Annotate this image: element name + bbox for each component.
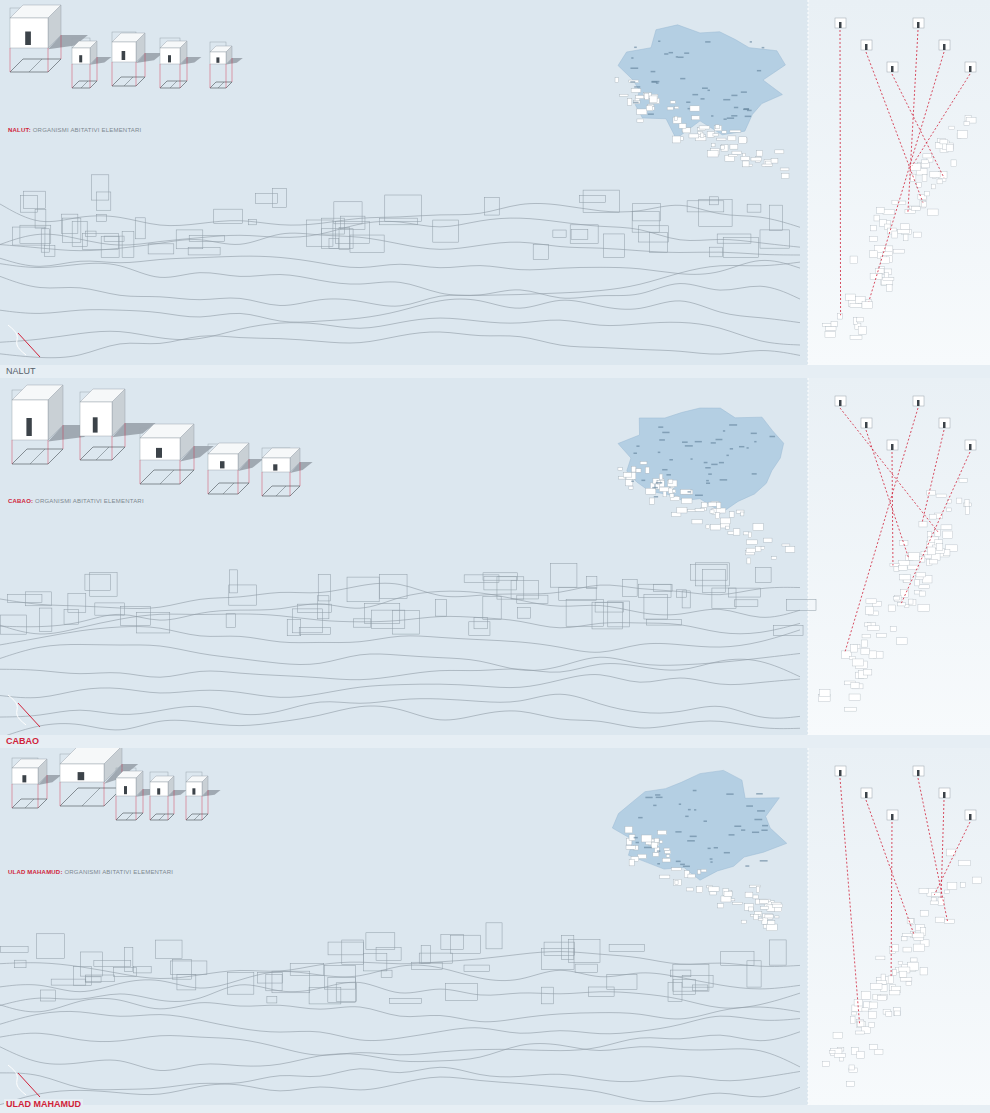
settlement-model: [822, 766, 981, 1086]
section-caption: NALUT: ORGANISMI ABITATIVI ELEMENTARI: [6, 126, 143, 135]
locator-mark: [18, 703, 40, 727]
locator-map: [8, 325, 26, 355]
settlement-map: [612, 770, 786, 930]
settlement-map: [618, 408, 795, 564]
locator-map: [8, 1065, 26, 1095]
locator-mark: [18, 1073, 40, 1097]
locator-mark: [18, 333, 40, 357]
house-model: [12, 758, 61, 808]
settlement-model: [819, 396, 976, 711]
house-model: [72, 38, 111, 88]
settlement-model: [822, 18, 976, 339]
house-model: [112, 32, 163, 86]
site-name: NALUT: [4, 366, 38, 378]
section-caption: ULAD MAHAMUD: ORGANISMI ABITATIVI ELEMEN…: [6, 868, 175, 877]
house-model: [210, 42, 243, 88]
house-model: [150, 772, 187, 820]
settlement-map: [615, 25, 789, 179]
panorama-drawing: [0, 563, 816, 738]
panorama-drawing: [0, 923, 800, 1105]
panorama-drawing: [0, 175, 800, 358]
panel: [0, 0, 990, 365]
panel: [0, 378, 990, 738]
section-caption: CABAO: ORGANISMI ABITATIVI ELEMENTARI: [6, 497, 146, 506]
site-name: ULAD MAHAMUD: [4, 1099, 83, 1111]
house-model: [262, 448, 313, 496]
house-model: [186, 772, 221, 820]
house-model: [208, 443, 263, 494]
house-model: [140, 424, 214, 484]
site-name: CABAO: [4, 736, 41, 748]
house-model: [160, 38, 201, 88]
panel: [0, 746, 990, 1105]
locator-map: [8, 695, 26, 725]
